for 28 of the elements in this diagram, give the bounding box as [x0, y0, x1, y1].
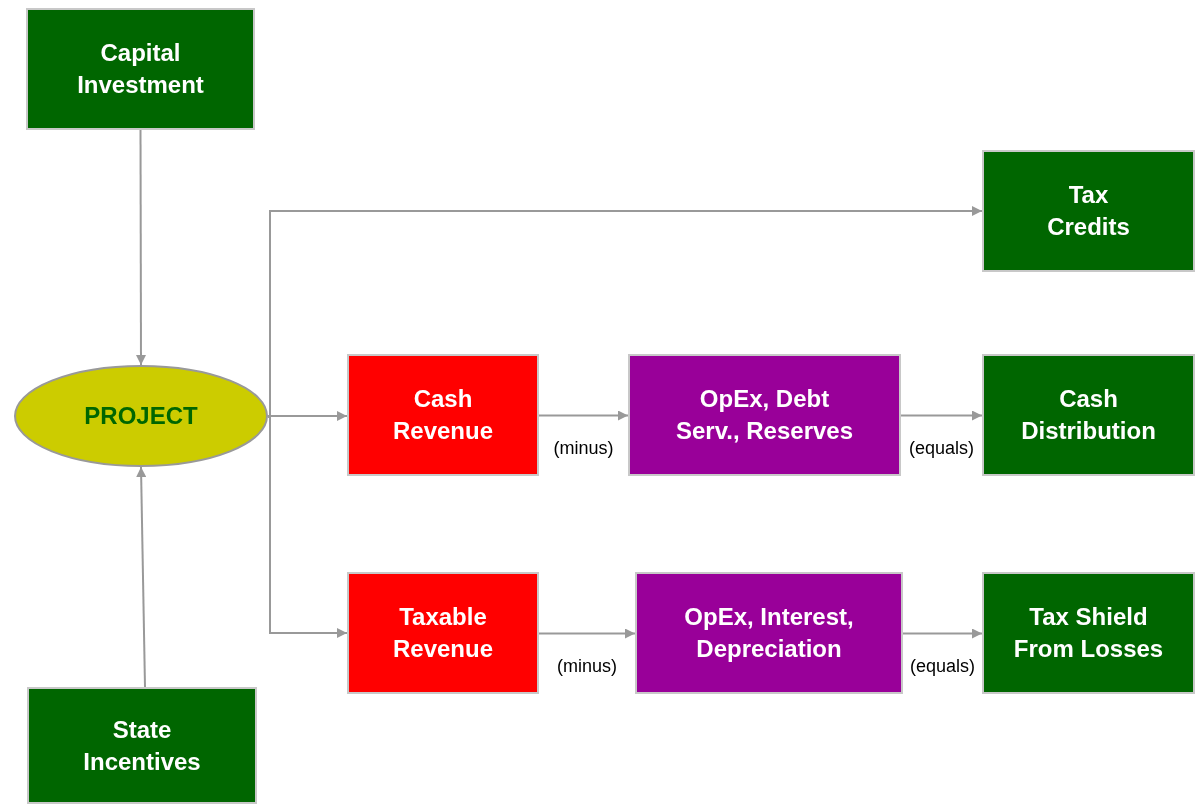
arrow [267, 416, 348, 638]
process-box [27, 687, 257, 804]
process-box [982, 354, 1195, 476]
arrow [900, 410, 983, 421]
process-box [982, 572, 1195, 694]
arrow [538, 410, 629, 421]
process-box [635, 572, 903, 694]
node-label: Tax Credits [1046, 180, 1131, 242]
process-box [982, 150, 1195, 272]
arrow [902, 628, 983, 639]
node-label: Cash Revenue [391, 384, 494, 446]
arrow [538, 628, 636, 639]
node-label: Capital Investment [76, 38, 205, 100]
node-label: Tax Shield From Losses [1012, 602, 1165, 664]
node-label: Taxable Revenue [391, 602, 494, 664]
node-label: OpEx, Interest, Depreciation [683, 602, 855, 664]
process-box [628, 354, 901, 476]
node-label: State Incentives [82, 714, 202, 777]
arrow [136, 466, 147, 688]
node-label: Cash Distribution [1020, 384, 1157, 446]
arrow [136, 129, 146, 366]
node-label: PROJECT [84, 401, 198, 431]
node-label: OpEx, Debt Serv., Reserves [675, 384, 854, 446]
process-box [347, 354, 539, 476]
process-box [26, 8, 255, 130]
arrow [267, 206, 983, 418]
project-ellipse [14, 365, 268, 467]
process-box [347, 572, 539, 694]
